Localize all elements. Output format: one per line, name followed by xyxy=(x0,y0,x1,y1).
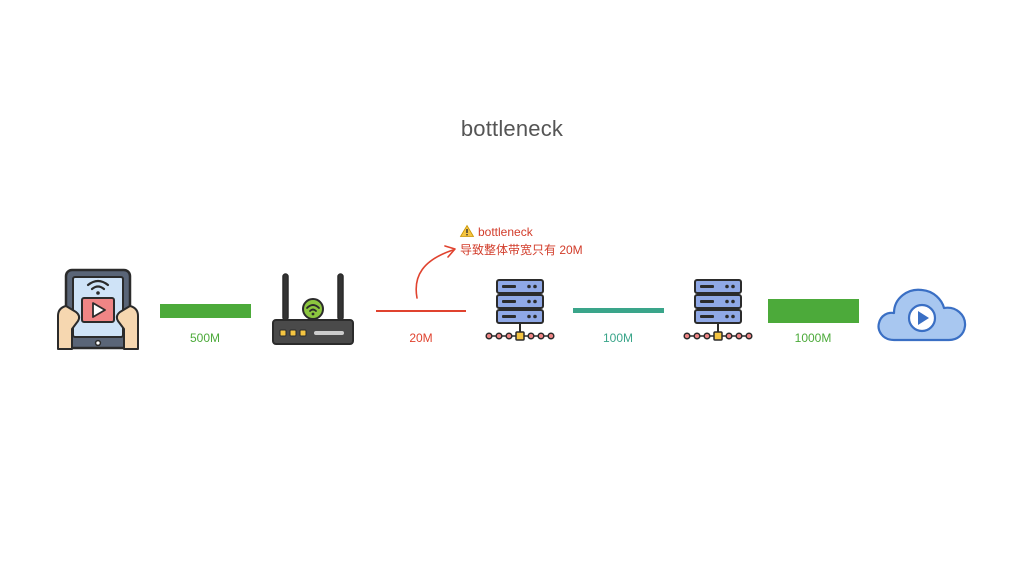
link-bar-500m xyxy=(160,304,251,318)
link-bar-1000m xyxy=(768,299,859,323)
bottleneck-note-line1: bottleneck xyxy=(459,223,583,241)
tablet-play-icon xyxy=(57,268,139,350)
server-rack-icon xyxy=(683,279,753,341)
link-label-100m: 100M xyxy=(602,331,634,345)
diagram-title: bottleneck xyxy=(460,116,564,141)
link-label-20m: 20M xyxy=(409,331,433,345)
server-rack-icon xyxy=(485,279,555,341)
bottleneck-note: bottleneck 导致整体带宽只有 20M xyxy=(459,223,583,259)
router-icon xyxy=(272,273,354,345)
cloud-play-icon xyxy=(877,288,967,342)
link-label-500m: 500M xyxy=(189,331,221,345)
curved-arrow-icon xyxy=(415,245,456,299)
link-label-1000m: 1000M xyxy=(794,331,832,345)
link-bar-100m xyxy=(573,308,664,313)
warning-icon xyxy=(459,224,475,237)
bottleneck-note-text: bottleneck xyxy=(478,225,533,239)
bottleneck-note-line2: 导致整体带宽只有 20M xyxy=(460,243,583,257)
link-bar-20m xyxy=(376,310,466,312)
